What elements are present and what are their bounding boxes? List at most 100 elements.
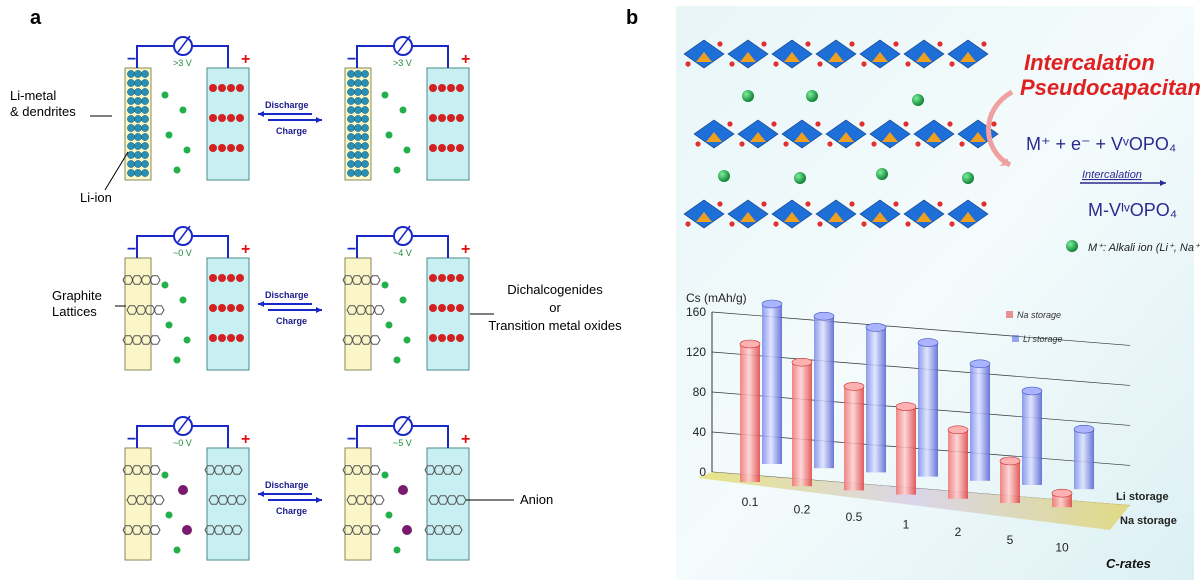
graphite-hexagon xyxy=(369,525,381,535)
graphite-hexagon xyxy=(369,465,381,475)
li-metal-atom xyxy=(354,124,362,132)
li-ion xyxy=(173,546,181,554)
cathode-oxide-atom xyxy=(236,114,244,122)
anion xyxy=(178,485,188,495)
cathode-oxide-atom xyxy=(456,144,464,152)
oxygen-atom xyxy=(893,201,899,207)
li-ion xyxy=(165,131,173,139)
graphite-hexagon xyxy=(451,465,463,475)
bar-li-cap xyxy=(813,311,835,321)
graphite-hexagon xyxy=(364,305,376,315)
graphite-hexagon xyxy=(135,305,147,315)
li-metal-atom xyxy=(361,151,369,159)
graphite-hexagon xyxy=(213,525,225,535)
graphite-hexagon xyxy=(360,465,372,475)
cathode-oxide-atom xyxy=(429,274,437,282)
plus-sign: + xyxy=(461,241,470,258)
oxygen-atom xyxy=(717,201,723,207)
graphite-hexagon xyxy=(149,335,161,345)
oxygen-atom xyxy=(685,221,691,227)
graphite-hexagon xyxy=(204,465,216,475)
li-metal-atom xyxy=(127,88,135,96)
li-metal-atom xyxy=(141,142,149,150)
graphite-hexagon xyxy=(446,495,458,505)
cathode-oxide-atom xyxy=(438,144,446,152)
phosphate-tetrahedron xyxy=(926,132,942,142)
phosphate-tetrahedron xyxy=(960,52,976,62)
plus-sign: + xyxy=(461,51,470,68)
cathode-oxide-atom xyxy=(429,84,437,92)
graphite-hexagon xyxy=(342,275,354,285)
graphite-hexagon xyxy=(222,525,234,535)
voltmeter-needle xyxy=(397,225,411,243)
li-metal-atom xyxy=(347,160,355,168)
li-ion xyxy=(179,106,187,114)
graphite-hexagon xyxy=(360,335,372,345)
title-intercalation: Intercalation xyxy=(1024,50,1155,75)
cathode-oxide-atom xyxy=(456,84,464,92)
graphite-hexagon xyxy=(140,335,152,345)
bar-na xyxy=(792,362,812,487)
voltmeter-needle xyxy=(397,35,411,53)
chart-floor xyxy=(698,472,1130,530)
oxygen-atom xyxy=(861,61,867,67)
x-tick-label: 5 xyxy=(1007,533,1014,547)
graphite-hexagon xyxy=(373,305,385,315)
li-ion xyxy=(165,511,173,519)
depth-label-li: Li storage xyxy=(1116,491,1169,503)
anion xyxy=(182,525,192,535)
li-metal-atom xyxy=(141,133,149,141)
equation-left: M⁺ + e⁻ + VᵛOPO₄ xyxy=(1026,134,1176,154)
li-metal-atom xyxy=(134,151,142,159)
x-tick-label: 0.5 xyxy=(846,510,863,524)
li-ion xyxy=(183,336,191,344)
li-metal-atom xyxy=(134,106,142,114)
li-metal-atom xyxy=(127,106,135,114)
bar-li xyxy=(1074,429,1094,490)
legend-entry: Li storage xyxy=(1023,334,1063,344)
discharge-label: Discharge xyxy=(265,290,309,300)
li-metal-atom xyxy=(347,133,355,141)
minus-sign: − xyxy=(347,51,356,68)
li-metal-atom xyxy=(134,142,142,150)
callout-left-line: Li-metal xyxy=(10,88,56,103)
phosphate-tetrahedron xyxy=(828,52,844,62)
li-metal-atom xyxy=(347,151,355,159)
graphite-hexagon xyxy=(342,335,354,345)
cathode-oxide-atom xyxy=(236,304,244,312)
cathode-oxide-atom xyxy=(456,114,464,122)
li-metal-atom xyxy=(354,160,362,168)
minus-sign: − xyxy=(127,51,136,68)
cathode-oxide-atom xyxy=(438,114,446,122)
oxygen-atom xyxy=(729,61,735,67)
graphite-hexagon xyxy=(144,495,156,505)
y-tick-label: 120 xyxy=(686,345,706,359)
bar-li-cap xyxy=(1073,424,1095,434)
anion xyxy=(402,525,412,535)
intercalation-arrow-label: Intercalation xyxy=(1082,169,1142,181)
cathode-oxide-atom xyxy=(227,114,235,122)
voltage-left: >3 V xyxy=(173,58,192,68)
cathode-oxide-atom xyxy=(227,274,235,282)
cathode-oxide-atom xyxy=(236,274,244,282)
li-metal-atom xyxy=(347,169,355,177)
oxygen-atom xyxy=(685,61,691,67)
callout-li-ion-pointer xyxy=(104,151,129,191)
voltmeter-needle xyxy=(177,415,191,433)
oxygen-atom xyxy=(729,221,735,227)
panel-b: b Intercalation Pseudocapacitance M⁺ + e… xyxy=(626,6,1200,580)
li-metal-atom xyxy=(347,124,355,132)
graphite-hexagon xyxy=(149,275,161,285)
li-ion xyxy=(403,336,411,344)
callout-li-ion: Li-ion xyxy=(80,190,112,205)
cathode-oxide-atom xyxy=(218,84,226,92)
graphite-hexagon xyxy=(346,305,358,315)
charge-arrowhead xyxy=(316,497,322,503)
graphite-hexagon xyxy=(226,495,238,505)
li-ion xyxy=(173,356,181,364)
cathode-oxide-atom xyxy=(236,334,244,342)
alkali-ion xyxy=(962,172,974,184)
oxygen-atom xyxy=(937,41,943,47)
li-metal-atom xyxy=(134,160,142,168)
